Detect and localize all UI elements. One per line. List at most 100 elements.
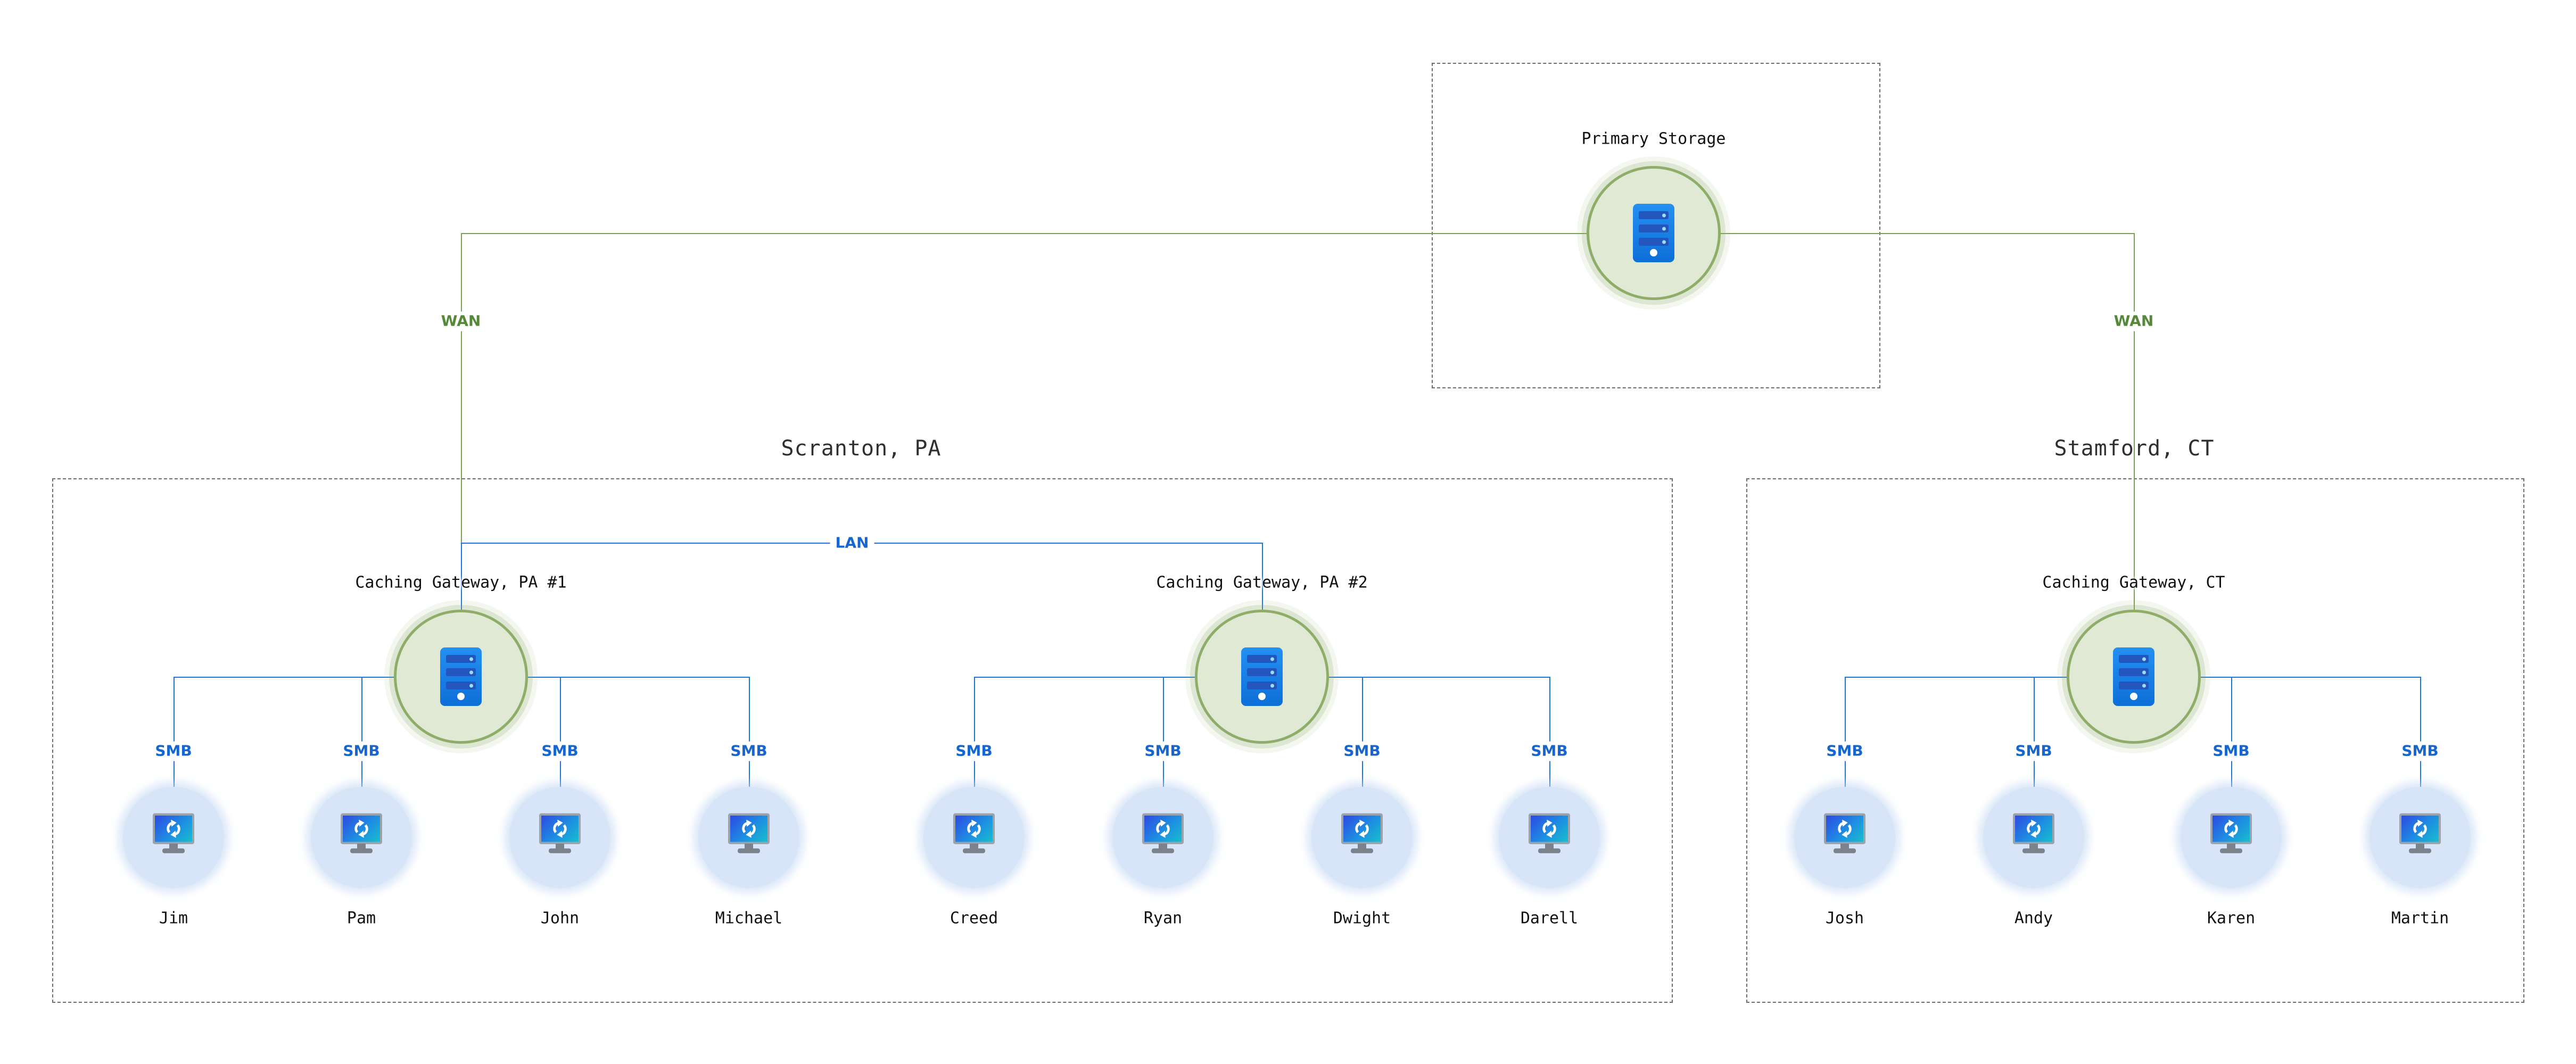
sync-icon bbox=[1542, 819, 1556, 838]
monitor-screen bbox=[341, 813, 382, 844]
monitor-base bbox=[2220, 848, 2242, 853]
smb-label: SMB bbox=[950, 741, 998, 761]
client-node bbox=[2181, 787, 2282, 888]
smb-line-segment bbox=[2034, 677, 2035, 787]
client-name-label: Karen bbox=[2207, 909, 2256, 928]
server-icon bbox=[440, 647, 482, 706]
monitor-base bbox=[2409, 848, 2431, 853]
client-node bbox=[698, 787, 799, 888]
client-name-label: Creed bbox=[950, 909, 998, 928]
client-name-label: Ryan bbox=[1143, 909, 1183, 928]
sync-icon bbox=[167, 819, 180, 838]
sync-icon bbox=[967, 819, 981, 838]
smb-line-segment bbox=[174, 677, 175, 787]
wan-label: WAN bbox=[435, 311, 486, 331]
monitor-icon bbox=[2399, 813, 2441, 855]
smb-line-segment bbox=[2231, 677, 2232, 787]
monitor-stand bbox=[745, 843, 753, 850]
client-name-label: Josh bbox=[1825, 909, 1864, 928]
monitor-icon bbox=[2013, 813, 2054, 855]
sync-icon bbox=[1355, 819, 1369, 838]
monitor-base bbox=[1538, 848, 1561, 853]
monitor-base bbox=[963, 848, 985, 853]
sync-icon bbox=[1838, 819, 1852, 838]
monitor-base bbox=[350, 848, 373, 853]
smb-line-segment bbox=[560, 677, 561, 787]
client-node bbox=[1794, 787, 1895, 888]
cluster-scranton-box bbox=[52, 478, 1673, 1003]
client-name-label: Andy bbox=[2014, 909, 2053, 928]
client-node bbox=[123, 787, 224, 888]
client-node bbox=[311, 787, 412, 888]
client-name-label: Michael bbox=[715, 909, 783, 928]
smb-label: SMB bbox=[337, 741, 385, 761]
gateway-label: Caching Gateway, PA #1 bbox=[355, 573, 567, 592]
monitor-screen bbox=[1824, 813, 1865, 844]
wan-line-segment bbox=[2134, 233, 2135, 610]
monitor-screen bbox=[1142, 813, 1184, 844]
caching-gateway-node bbox=[2067, 610, 2201, 744]
caching-gateway-node bbox=[1195, 610, 1329, 744]
smb-line-segment bbox=[974, 677, 975, 787]
gateway-label: Caching Gateway, CT bbox=[2042, 573, 2225, 592]
monitor-stand bbox=[1358, 843, 1366, 850]
client-name-label: Martin bbox=[2391, 909, 2449, 928]
monitor-stand bbox=[1159, 843, 1167, 850]
client-node bbox=[1983, 787, 2084, 888]
cluster-primary-storage-box bbox=[1432, 63, 1880, 388]
server-drive-slot bbox=[1639, 225, 1669, 232]
smb-label: SMB bbox=[150, 741, 197, 761]
monitor-base bbox=[2022, 848, 2045, 853]
server-power-dot bbox=[1258, 693, 1266, 700]
monitor-base bbox=[549, 848, 571, 853]
server-drive-slot bbox=[1247, 681, 1277, 689]
lan-line-segment bbox=[1262, 543, 1263, 610]
server-drive-slot bbox=[1639, 211, 1669, 219]
monitor-icon bbox=[341, 813, 382, 855]
monitor-stand bbox=[2227, 843, 2235, 850]
monitor-stand bbox=[970, 843, 978, 850]
sync-icon bbox=[2224, 819, 2238, 838]
lan-label: LAN bbox=[830, 533, 874, 553]
monitor-stand bbox=[556, 843, 564, 850]
server-drive-slot bbox=[446, 681, 476, 689]
smb-label: SMB bbox=[1338, 741, 1386, 761]
monitor-icon bbox=[953, 813, 995, 855]
monitor-screen bbox=[539, 813, 581, 844]
monitor-base bbox=[1152, 848, 1174, 853]
smb-line-segment bbox=[1163, 677, 1164, 787]
monitor-base bbox=[738, 848, 760, 853]
server-drive-slot bbox=[2119, 655, 2149, 663]
smb-label: SMB bbox=[1139, 741, 1187, 761]
smb-label: SMB bbox=[2396, 741, 2444, 761]
client-node bbox=[1112, 787, 1213, 888]
monitor-icon bbox=[153, 813, 194, 855]
sync-icon bbox=[2413, 819, 2427, 838]
monitor-icon bbox=[2210, 813, 2252, 855]
client-name-label: Pam bbox=[346, 909, 376, 928]
sync-icon bbox=[742, 819, 756, 838]
monitor-screen bbox=[2210, 813, 2252, 844]
server-drive-slot bbox=[1247, 668, 1277, 676]
monitor-base bbox=[1834, 848, 1856, 853]
monitor-stand bbox=[1545, 843, 1554, 850]
server-drive-slot bbox=[1639, 238, 1669, 246]
server-power-dot bbox=[2130, 693, 2137, 700]
server-icon bbox=[2113, 647, 2154, 706]
smb-line-segment bbox=[361, 677, 362, 787]
monitor-stand bbox=[169, 843, 178, 850]
cluster-title-scranton: Scranton, PA bbox=[781, 436, 942, 461]
smb-line-segment bbox=[1549, 677, 1550, 787]
monitor-icon bbox=[539, 813, 581, 855]
server-power-dot bbox=[1650, 249, 1657, 256]
client-node bbox=[1311, 787, 1413, 888]
client-node bbox=[923, 787, 1025, 888]
client-node bbox=[509, 787, 610, 888]
monitor-screen bbox=[153, 813, 194, 844]
monitor-screen bbox=[2399, 813, 2441, 844]
smb-label: SMB bbox=[1525, 741, 1573, 761]
server-drive-slot bbox=[446, 655, 476, 663]
monitor-screen bbox=[953, 813, 995, 844]
smb-label: SMB bbox=[725, 741, 773, 761]
